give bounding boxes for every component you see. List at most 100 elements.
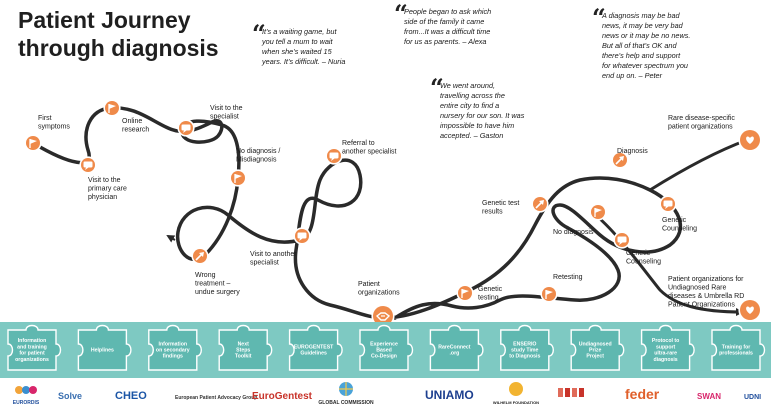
puzzle-piece-icon — [218, 324, 273, 371]
quote-line: side of the family it came — [404, 17, 484, 26]
stage-label: Misdiagnosis — [236, 157, 277, 164]
globe-icon — [339, 382, 353, 396]
stage-label: Counseling — [662, 226, 697, 233]
resource-label: Co-Design — [371, 354, 397, 360]
quote-block: “We went around,travelling across theent… — [430, 73, 525, 140]
quote-line: People began to ask which — [404, 7, 491, 16]
quote-line: entire city to find a — [440, 101, 499, 110]
quote-line: impossible to have him — [440, 121, 514, 130]
partner-logo-text: WILHELM FOUNDATION — [493, 400, 539, 405]
stage-label: Diagnosis — [617, 148, 648, 155]
resource-label: Information — [159, 341, 188, 347]
resource-label: ultra-rare — [654, 351, 677, 357]
quote-mark-icon: “ — [592, 3, 606, 32]
quote-line: But all of that’s OK and — [602, 41, 677, 50]
resource-label: professionals — [719, 351, 753, 357]
stage-label: No diagnosis — [553, 229, 594, 236]
partner-logo: SWAN — [697, 392, 721, 401]
stage-label: organizations — [358, 290, 400, 297]
partner-logo-text: EuroGentest — [252, 391, 313, 402]
stage-label: No diagnosis / — [236, 148, 280, 155]
resource-label: Information — [18, 338, 47, 344]
resource-label: to Diagnosis — [509, 354, 540, 360]
quote-line: from...It was a difficult time — [404, 27, 490, 36]
stage-label: Wrong — [195, 272, 216, 279]
resource-label: Project — [586, 354, 604, 360]
puzzle-piece-icon — [640, 324, 695, 371]
resource-label: Toolkit — [235, 354, 252, 360]
resource-label: Protocol to — [652, 338, 679, 344]
heart-icon — [738, 298, 762, 322]
resource-label: Based — [376, 348, 392, 354]
title-line-2: through diagnosis — [18, 35, 219, 61]
figures-icon — [558, 388, 584, 397]
resource-label: RareConnect — [438, 344, 471, 350]
stage-label: Genetic — [478, 286, 503, 293]
resource-label: study Time — [511, 348, 538, 354]
puzzle-piece-icon — [711, 324, 766, 371]
quote-line: accepted. – Gaston — [440, 131, 503, 140]
chat-icon — [293, 227, 311, 245]
puzzle-piece-icon — [77, 324, 132, 371]
resource-puzzle-piece[interactable]: RareConnect.org — [429, 324, 484, 371]
resource-label: EUROGENTEST — [294, 344, 334, 350]
partner-logo: EuroGentest — [252, 391, 313, 402]
stage-label: Visit to another — [250, 251, 297, 258]
heart-icon — [738, 128, 762, 152]
partner-logo: UNIAMO — [425, 388, 474, 402]
stage-label: patient organizations — [668, 124, 733, 131]
chat-icon — [613, 231, 631, 249]
stage-label: Online — [122, 118, 142, 125]
partner-logo-text: CHEO — [115, 390, 147, 402]
resource-label: Next — [238, 341, 250, 347]
handshake-icon — [371, 304, 395, 328]
flag-icon — [589, 203, 607, 221]
flag-icon — [24, 134, 42, 152]
partner-logo — [558, 388, 584, 397]
partner-logo: GLOBAL COMMISSION — [318, 382, 374, 406]
quote-line: when she’s waited 15 — [262, 47, 333, 56]
quote-line: It’s a waiting game, but — [262, 27, 337, 36]
stage-label: results — [482, 209, 503, 216]
quote-line: nursery for our son. It was — [440, 111, 525, 120]
stage-label: physician — [88, 194, 117, 201]
chat-icon — [659, 195, 677, 213]
journey-stage: Diagnosis — [611, 148, 648, 169]
chat-icon — [325, 147, 343, 165]
resource-label: Helplines — [91, 348, 114, 354]
resource-puzzle-piece[interactable]: Helplines — [77, 324, 132, 371]
flag-icon — [540, 285, 558, 303]
quote-mark-icon: “ — [394, 0, 408, 28]
chat-icon — [177, 119, 195, 137]
stage-label: treatment – — [195, 281, 231, 288]
quote-line: there’s help and support — [602, 51, 681, 60]
puzzle-piece-icon — [429, 324, 484, 371]
resource-label: findings — [163, 354, 183, 360]
stage-label: Retesting — [553, 274, 583, 281]
quote-mark-icon: “ — [430, 73, 444, 102]
resource-label: organizations — [15, 357, 49, 363]
resource-label: Experience — [370, 341, 398, 347]
stage-label: diseases & Umbrella RD — [668, 293, 744, 300]
